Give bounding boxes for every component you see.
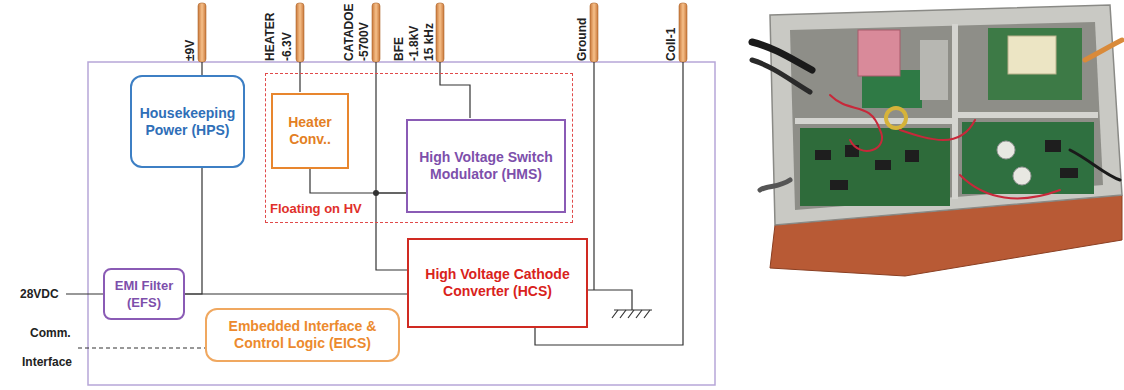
toroid (886, 108, 906, 128)
connector-pins (198, 3, 687, 62)
shield-can (920, 40, 948, 100)
black-cable (1070, 150, 1120, 180)
chip (1045, 140, 1061, 152)
red-wire (830, 95, 882, 151)
input-label: 28VDC (20, 287, 59, 301)
circuit-board (988, 28, 1082, 100)
capacitor (1013, 167, 1031, 185)
voltage-label: -1.8kV (407, 26, 421, 61)
transformer (1008, 36, 1056, 74)
capacitor (997, 141, 1015, 159)
box-label: High Voltage Switch Modulator (HMS) (414, 149, 558, 183)
ground-hatch (612, 310, 650, 318)
pin (590, 3, 598, 62)
frequency-label: 15 kHz (422, 23, 436, 61)
box-label: EMI Filter (EFS) (108, 277, 180, 311)
chip (815, 150, 831, 160)
pin (679, 3, 687, 62)
divider-wall (952, 24, 958, 199)
chips (815, 140, 1078, 190)
wire (201, 62, 202, 75)
module-outline (88, 62, 715, 385)
cables (752, 40, 1122, 198)
interface-label: Comm. (30, 326, 71, 340)
pin (372, 3, 380, 62)
wire (299, 62, 300, 92)
voltage-label: -6.3V (280, 32, 294, 61)
wire (375, 62, 376, 193)
chip (875, 160, 891, 170)
interface-label: Interface (22, 355, 72, 369)
wire (440, 62, 470, 118)
pin-label: HEATER (263, 13, 277, 61)
photo-ground (752, 0, 1124, 280)
chip (1060, 168, 1078, 178)
housing-rim (770, 5, 1122, 225)
box-label: Housekeeping Power (HPS) (138, 105, 237, 139)
converter-box: Heater Conv.. (271, 93, 349, 169)
pin (198, 3, 206, 62)
pin (296, 3, 304, 62)
chip (830, 180, 848, 190)
control-box: Embedded Interface & Control Logic (EICS… (205, 308, 400, 362)
pin (436, 3, 444, 62)
ground-symbol (612, 310, 652, 318)
divider-wall (956, 112, 1098, 118)
connector-line (376, 193, 407, 270)
connector-line (310, 169, 406, 193)
pin-label: Coll-1 (664, 28, 678, 61)
hardware-photo (752, 0, 1124, 280)
wire (66, 293, 103, 294)
orange-cable (1085, 40, 1122, 60)
power-box: Housekeeping Power (HPS) (130, 75, 245, 168)
dashed-wire (78, 347, 205, 348)
chip (905, 150, 919, 162)
circuit-board (962, 122, 1094, 194)
pin-label: Ground (575, 18, 589, 61)
box-label: Heater Conv.. (279, 114, 341, 148)
wire (588, 290, 632, 310)
region-label: Floating on HV (270, 200, 362, 217)
connector-line (185, 293, 407, 294)
connector-line (185, 168, 202, 294)
modulator-box: High Voltage Switch Modulator (HMS) (406, 119, 566, 213)
housing-cavity (790, 22, 1103, 210)
pin-label: BFE (392, 37, 406, 61)
red-wire (960, 175, 1060, 198)
pink-component (858, 30, 900, 76)
circuit-board (800, 128, 950, 206)
converter-box: High Voltage Cathode Converter (HCS) (407, 238, 588, 328)
floating-region: Floating on HV Heater Conv.. High Voltage … (265, 73, 573, 223)
voltage-label: -5700V (357, 22, 371, 61)
connector (760, 180, 790, 190)
wire (593, 62, 594, 290)
box-label: High Voltage Cathode Converter (HCS) (415, 266, 580, 300)
filter-box: EMI Filter (EFS) (103, 268, 185, 320)
box-label: Embedded Interface & Control Logic (EICS… (213, 318, 392, 352)
wires (66, 62, 683, 348)
pin-label: CATADOE (342, 3, 356, 61)
black-cable (752, 60, 810, 92)
pin-label: ±9V (183, 40, 197, 61)
red-wire (900, 120, 975, 140)
